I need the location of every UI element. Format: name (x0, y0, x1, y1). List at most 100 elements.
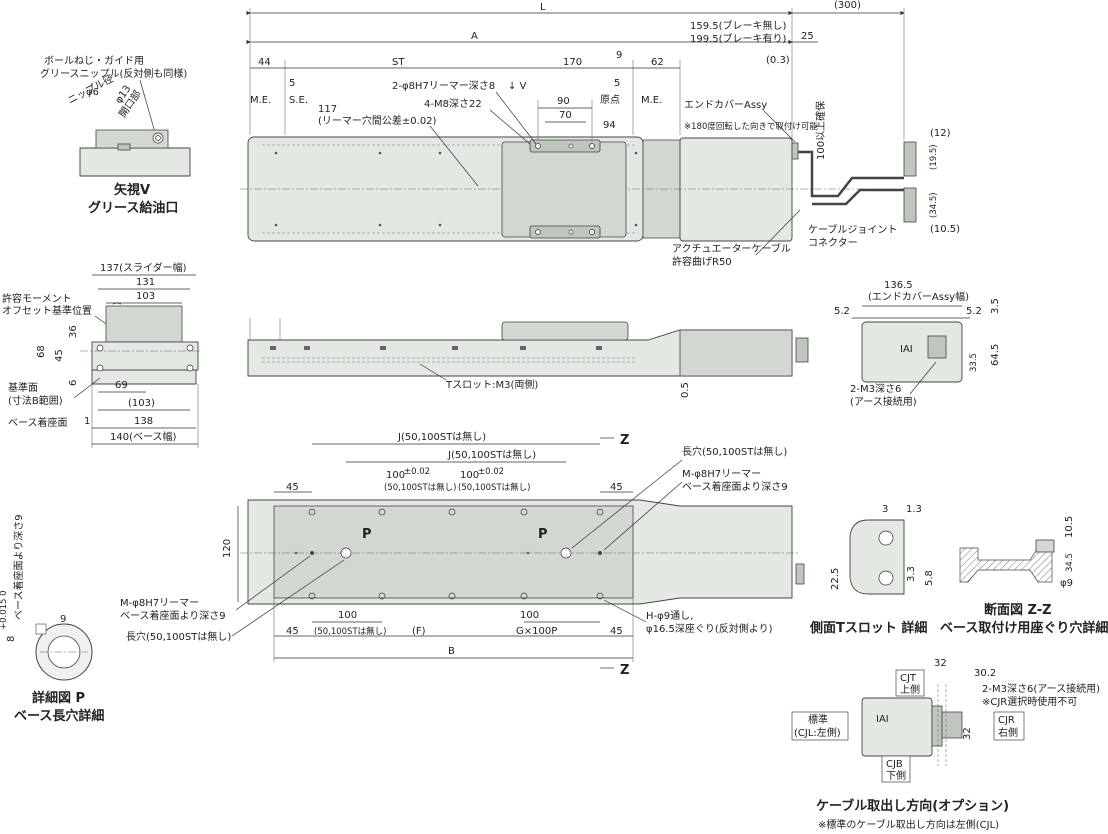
section-views: 3 1.3 22.5 3.3 5.8 10.5 34.5 φ9 断面図 Z-Z … (809, 504, 1108, 636)
bv-45b: 45 (610, 482, 623, 493)
dim-300: (300) (834, 0, 861, 11)
sec-345: 34.5 (1065, 553, 1075, 572)
dp-8: 8 (6, 636, 17, 642)
bv-100r: 100 (520, 610, 539, 621)
re-335: 33.5 (969, 353, 979, 372)
vv-title-1: 矢視V (114, 182, 150, 198)
vv-d6: φ6 (86, 87, 99, 98)
re-35: 3.5 (990, 298, 1001, 314)
view-v: ボールねじ・ガイド用 グリースニップル(反対側も同様) φ6 ニップル径 φ13… (40, 55, 191, 216)
bv-100: 100 (338, 610, 357, 621)
dim-L: L (540, 2, 546, 13)
bv-45d: 45 (610, 626, 623, 637)
sv-05: 0.5 (680, 382, 691, 398)
sec-33: 3.3 (906, 566, 917, 582)
sec-title-b: 側面Tスロット 詳細 (809, 620, 927, 636)
end-view: 137(スライダー幅) 131 103 (0.5) 許容モーメント オフセット基… (2, 261, 200, 448)
dim-9: 9 (616, 50, 622, 61)
ev-138: 138 (134, 416, 153, 427)
bv-J2: J(50,100STは無し) (447, 448, 536, 461)
bv-P1: P (362, 527, 372, 542)
ev-ref-1: 基準面 (8, 381, 38, 394)
sec-title-a: 断面図 Z-Z (984, 602, 1052, 618)
label-117: 117 (318, 104, 337, 115)
re-645: 64.5 (990, 344, 1001, 366)
right-end-view: 136.5 (エンドカバーAssy幅) 5.2 5.2 3.5 IAI 64.5… (834, 280, 1001, 408)
ev-45: 45 (54, 349, 65, 362)
co-cjb2: 下側 (886, 769, 906, 782)
co-cjt: CJT (900, 673, 917, 684)
bv-P2: P (538, 527, 548, 542)
dim-70: 70 (559, 110, 572, 121)
dp-depth: ベース着座面より深さ9 (12, 514, 25, 620)
dim-94: 94 (603, 120, 616, 131)
bv-GP: G×100P (516, 626, 557, 637)
ev-seat: ベース着座面 (8, 416, 68, 429)
bv-45a: 45 (286, 482, 299, 493)
bv-Z-bottom: Z (620, 663, 629, 678)
bv-Z-top: Z (620, 433, 629, 448)
ev-6: 6 (68, 380, 79, 386)
re-m3b: (アース接続用) (850, 395, 917, 408)
re-52b: 5.2 (966, 306, 982, 317)
sec-9: φ9 (1060, 578, 1073, 589)
ev-140: 140(ベース幅) (110, 430, 176, 443)
bv-reamer-l2: ベース着座面より深さ9 (120, 609, 226, 622)
dim-5a: 5 (289, 78, 295, 89)
bv-120: 120 (222, 539, 233, 558)
dim-199: 199.5(ブレーキ有り) (690, 32, 787, 45)
co-std2: (CJL:左側) (794, 726, 841, 739)
bv-reamer-1: M-φ8H7リーマー (682, 469, 761, 480)
label-bend-1: アクチュエーターケーブル (672, 242, 791, 255)
co-32a: 32 (934, 658, 947, 669)
dim-170: 170 (563, 57, 582, 68)
ev-131: 131 (136, 277, 155, 288)
label-bend-2: 許容曲げR50 (672, 255, 732, 268)
dp-9: 9 (60, 614, 66, 625)
bv-H2: φ16.5深座ぐり(反対側より) (646, 622, 773, 635)
ev-36: 36 (68, 325, 79, 338)
bv-slot-l: 長穴(50,100STは無し) (126, 630, 231, 643)
top-view: L (300) A 159.5(ブレーキ無し) 199.5(ブレーキ有り) 25… (240, 0, 960, 268)
label-se: S.E. (289, 95, 308, 106)
bv-45c: 45 (286, 626, 299, 637)
dim-62: 62 (651, 57, 664, 68)
bv-100a-tol: ±0.02 (404, 467, 430, 477)
label-cable-joint-2: コネクター (808, 237, 858, 249)
co-cjt2: 上側 (900, 683, 920, 696)
vv-leader-2: グリースニップル(反対側も同様) (40, 67, 187, 80)
bottom-view: J(50,100STは無し) J(50,100STは無し) Z 100 ±0.0… (120, 430, 805, 678)
ev-103b: (103) (128, 398, 155, 409)
bv-100b: 100 (460, 470, 479, 481)
bv-100b-tol: ±0.02 (478, 467, 504, 477)
bv-H1: H-φ9通し, (646, 610, 693, 622)
co-m3: 2-M3深さ6(アース接続用) (982, 682, 1100, 695)
bv-F: (F) (412, 626, 426, 637)
label-me-right: M.E. (641, 95, 662, 106)
ev-69: 69 (115, 380, 128, 391)
cable-option: CJT 上側 32 30.2 2-M3深さ6(アース接続用) ※CJR選択時使用… (791, 658, 1100, 831)
label-view-v: ↓ V (508, 81, 527, 92)
sv-tslot: Tスロット:M3(両側) (445, 378, 538, 391)
bv-J1: J(50,100STは無し) (397, 430, 486, 443)
detail-p: ベース着座面より深さ9 8 +0.015 0 9 詳細図 P ベース長穴詳細 (0, 514, 104, 724)
co-title: ケーブル取出し方向(オプション) (816, 798, 1009, 814)
label-endcover-note: ※180度回転した向きで取付け可能 (684, 121, 818, 132)
ev-103: 103 (136, 291, 155, 302)
dim-100min: 100以上確保 (814, 101, 827, 160)
dim-345: (34.5) (929, 192, 939, 218)
co-logo: IAI (876, 714, 889, 725)
co-note: ※標準のケーブル取出し方向は左側(CJL) (818, 818, 999, 831)
bv-100a-note: (50,100STは無し) (384, 482, 456, 493)
bv-100a: 100 (386, 470, 405, 481)
ev-1: 1 (84, 416, 90, 427)
label-endcover: エンドカバーAssy (684, 99, 767, 111)
label-me-left: M.E. (250, 95, 271, 106)
co-cjr2: 右側 (998, 726, 1018, 739)
re-1365: 136.5 (884, 280, 913, 291)
sec-title-c: ベース取付け用座ぐり穴詳細 (940, 620, 1108, 636)
dim-44: 44 (258, 57, 271, 68)
bv-slot-top: 長穴(50,100STは無し) (682, 445, 787, 458)
label-m8: 4-M8深さ22 (424, 98, 482, 110)
